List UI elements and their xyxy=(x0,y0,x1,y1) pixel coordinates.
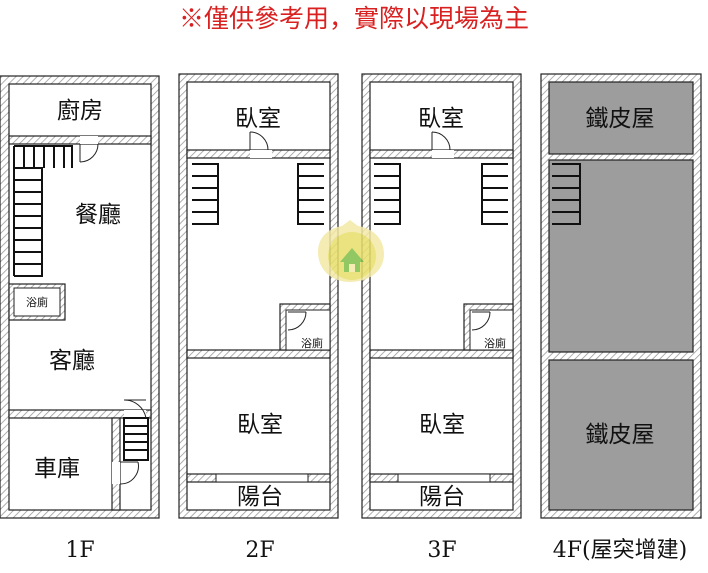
room-balcony: 陽台 xyxy=(419,484,465,510)
level-label-4f: 4F(屋突增建) xyxy=(552,538,688,563)
room-shed-top: 鐵皮屋 xyxy=(586,106,655,132)
level-label-3f: 3F xyxy=(427,538,457,563)
stairs-icon xyxy=(374,163,508,225)
stairs-icon xyxy=(123,417,149,461)
plan-3f: 臥室 浴廁 臥室 陽台 xyxy=(361,73,522,519)
plan-1f: 廚房 餐廳 浴廁 客廳 車庫 xyxy=(0,75,160,519)
stairs-icon xyxy=(192,163,324,225)
door-swing-icon xyxy=(79,143,147,485)
room-bath: 浴廁 xyxy=(484,336,506,350)
room-bath: 浴廁 xyxy=(26,295,48,309)
room-bedroom-front: 臥室 xyxy=(235,106,281,132)
room-shed-bottom: 鐵皮屋 xyxy=(586,422,655,448)
room-balcony: 陽台 xyxy=(237,484,283,510)
plan-4f: 鐵皮屋 鐵皮屋 xyxy=(540,73,702,519)
room-dining: 餐廳 xyxy=(75,202,121,228)
room-living: 客廳 xyxy=(49,348,95,374)
room-bedroom-front: 臥室 xyxy=(418,106,464,132)
disclaimer-banner: ※僅供參考用，實際以現場為主 xyxy=(178,4,529,33)
stairs-icon xyxy=(13,145,73,277)
room-bedroom-rear: 臥室 xyxy=(419,412,465,438)
door-swing-icon xyxy=(431,131,491,331)
room-garage: 車庫 xyxy=(34,456,80,482)
stairs-icon xyxy=(552,163,581,225)
level-label-1f: 1F xyxy=(65,538,95,563)
room-kitchen: 廚房 xyxy=(57,98,103,124)
level-label-2f: 2F xyxy=(245,538,275,563)
door-swing-icon xyxy=(249,131,307,331)
room-bedroom-rear: 臥室 xyxy=(237,412,283,438)
house-logo-icon xyxy=(318,220,384,282)
room-bath: 浴廁 xyxy=(301,336,323,350)
plan-2f: 臥室 浴廁 臥室 陽台 xyxy=(178,73,339,519)
